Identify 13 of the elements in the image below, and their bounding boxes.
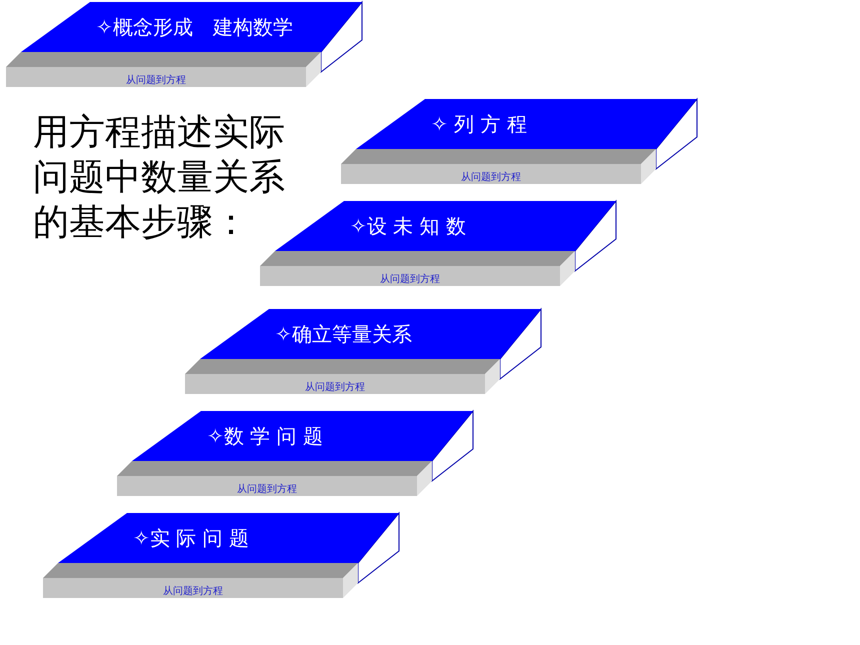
- step-title: ✧实 际 问 题: [133, 525, 249, 552]
- step-caption: 从问题到方程: [126, 75, 186, 86]
- step-caption: 从问题到方程: [163, 586, 223, 597]
- step-title: ✧设 未 知 数: [350, 213, 466, 240]
- step-title: ✧数 学 问 题: [207, 423, 323, 450]
- heading-text: 用方程描述实际问题中数量关系的基本步骤：: [33, 111, 286, 245]
- step-title: ✧确立等量关系: [275, 321, 412, 348]
- step-caption: 从问题到方程: [305, 382, 365, 393]
- step-caption: 从问题到方程: [380, 274, 440, 285]
- step-title: ✧概念形成 建构数学: [96, 14, 293, 41]
- step-title: ✧ 列 方 程: [431, 111, 527, 138]
- step-caption: 从问题到方程: [461, 172, 521, 183]
- step-caption: 从问题到方程: [237, 484, 297, 495]
